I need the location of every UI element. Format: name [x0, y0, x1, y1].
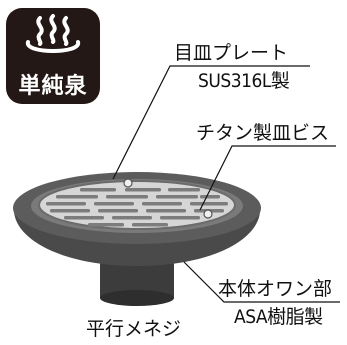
screw-label: チタン製皿ビス	[196, 122, 330, 144]
spring-type-badge: 単純泉	[6, 8, 100, 104]
plate-leader-line	[112, 65, 310, 180]
fitting-label: 平行メネジ	[86, 318, 182, 340]
body-label: 本体オワン部	[218, 278, 333, 300]
plate-label: 目皿プレート	[174, 42, 289, 64]
badge-text: 単純泉	[18, 74, 88, 99]
body-material-label: ASA樹脂製	[234, 306, 323, 328]
hot-spring-icon	[26, 14, 80, 53]
titanium-screw	[123, 178, 133, 188]
screw-leader-line	[199, 145, 336, 211]
plate-material-label: SUS316L製	[198, 70, 290, 92]
plate-slots	[46, 188, 228, 227]
body-leader-line	[183, 261, 340, 303]
titanium-screw	[203, 209, 213, 219]
fitting-bottom	[100, 290, 174, 306]
